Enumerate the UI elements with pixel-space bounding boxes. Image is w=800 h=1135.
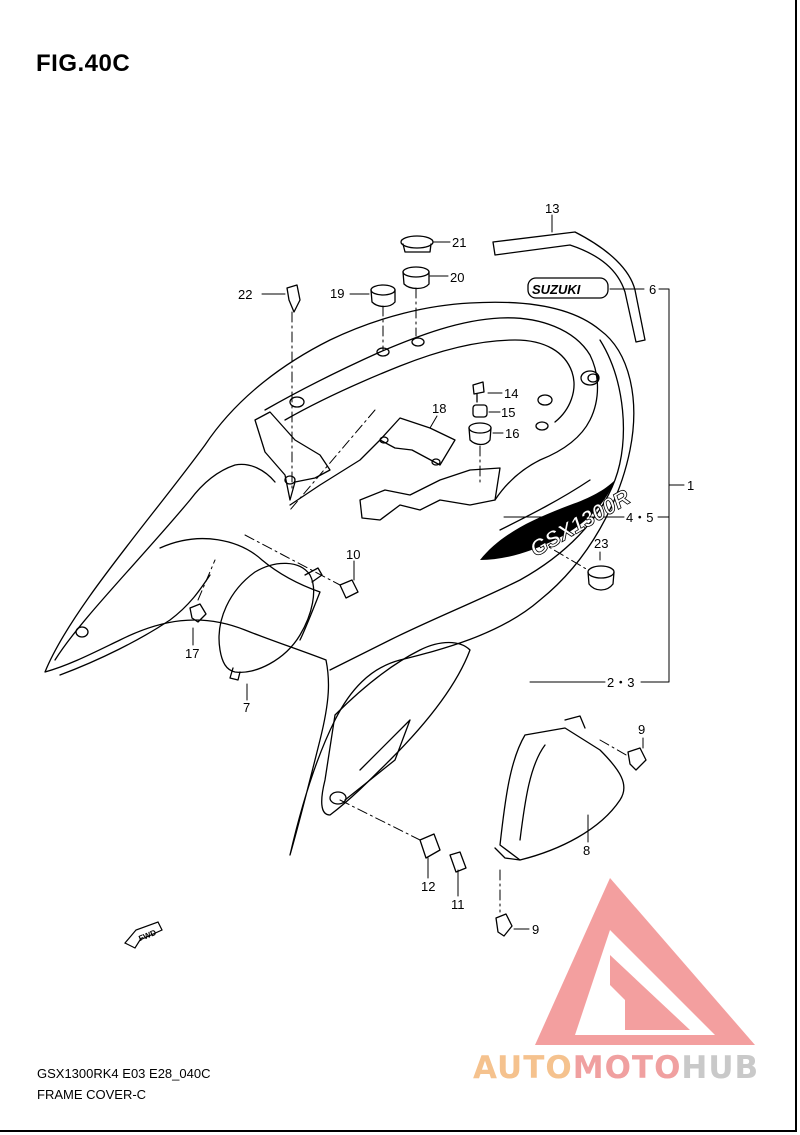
part-16-grommet — [468, 422, 492, 434]
callout-20: 20 — [450, 270, 464, 285]
callout-23: 23 — [594, 536, 608, 551]
watermark-part-2: MOTO — [572, 1050, 682, 1086]
callout-22: 22 — [238, 287, 252, 302]
callout-10: 10 — [346, 547, 360, 562]
part-20-grommet — [402, 266, 430, 278]
part-23-grommet — [587, 565, 615, 579]
part-6-emblem — [527, 277, 609, 299]
frame-cover-left-tail — [44, 301, 635, 856]
callout-17: 17 — [185, 646, 199, 661]
seat-rim-inner — [284, 339, 575, 423]
callout-18: 18 — [432, 401, 446, 416]
part-9-clip-lower — [495, 913, 513, 937]
callout-2-3: 2・3 — [607, 675, 634, 690]
part-22-clip — [286, 284, 301, 313]
center-strut — [289, 439, 381, 506]
part-17-clip — [189, 603, 207, 623]
callout-21: 21 — [452, 235, 466, 250]
seat-rim — [264, 317, 599, 501]
callout-7: 7 — [243, 700, 250, 715]
tail-hole — [75, 626, 89, 638]
callout-9-lower: 9 — [532, 922, 539, 937]
watermark-part-3: HUB — [681, 1050, 760, 1086]
part-14-screw — [472, 381, 485, 403]
callout-19: 19 — [330, 286, 344, 301]
part-12-collar — [419, 833, 441, 859]
suzuki-decal: SUZUKI — [532, 282, 581, 297]
part-15-collar — [472, 404, 488, 418]
fwd-arrow-icon: FWD — [124, 921, 163, 949]
watermark-text: AUTOMOTOHUB — [473, 1050, 759, 1086]
callout-11: 11 — [451, 897, 465, 912]
watermark-logo-icon — [535, 878, 755, 1045]
footer-name: FRAME COVER-C — [37, 1087, 147, 1102]
model-decal-area — [480, 480, 615, 560]
callout-8: 8 — [583, 843, 590, 858]
callout-6: 6 — [649, 282, 656, 297]
tail-lower-edge — [59, 574, 211, 676]
part-8-bracket — [499, 727, 625, 861]
tail-inner-contour — [54, 463, 276, 661]
watermark-part-1: AUTO — [473, 1050, 573, 1086]
part-21-cap — [400, 235, 434, 249]
lower-fairing — [321, 641, 471, 816]
part-11-bolt — [449, 851, 467, 873]
part-18-bracket — [379, 417, 456, 466]
center-bracket — [254, 411, 331, 501]
callout-16: 16 — [505, 426, 519, 441]
callout-9-upper: 9 — [638, 722, 645, 737]
tail-side-panel — [159, 537, 321, 641]
callout-1: 1 — [687, 478, 694, 493]
part-9-clip-upper — [627, 747, 647, 771]
callout-13: 13 — [545, 201, 559, 216]
part-19-grommet — [370, 284, 396, 296]
figure-title: FIG.40C — [36, 50, 131, 77]
right-side-panel — [329, 339, 625, 671]
callout-4-5: 4・5 — [626, 510, 653, 525]
callout-14: 14 — [504, 386, 518, 401]
callout-12: 12 — [421, 879, 435, 894]
footer-code: GSX1300RK4 E03 E28_040C — [37, 1066, 211, 1081]
lower-bracket — [359, 467, 501, 521]
part-10-screw — [339, 579, 359, 599]
callout-15: 15 — [501, 405, 515, 420]
part-7-box — [218, 562, 315, 674]
part-13-strip — [492, 231, 646, 343]
